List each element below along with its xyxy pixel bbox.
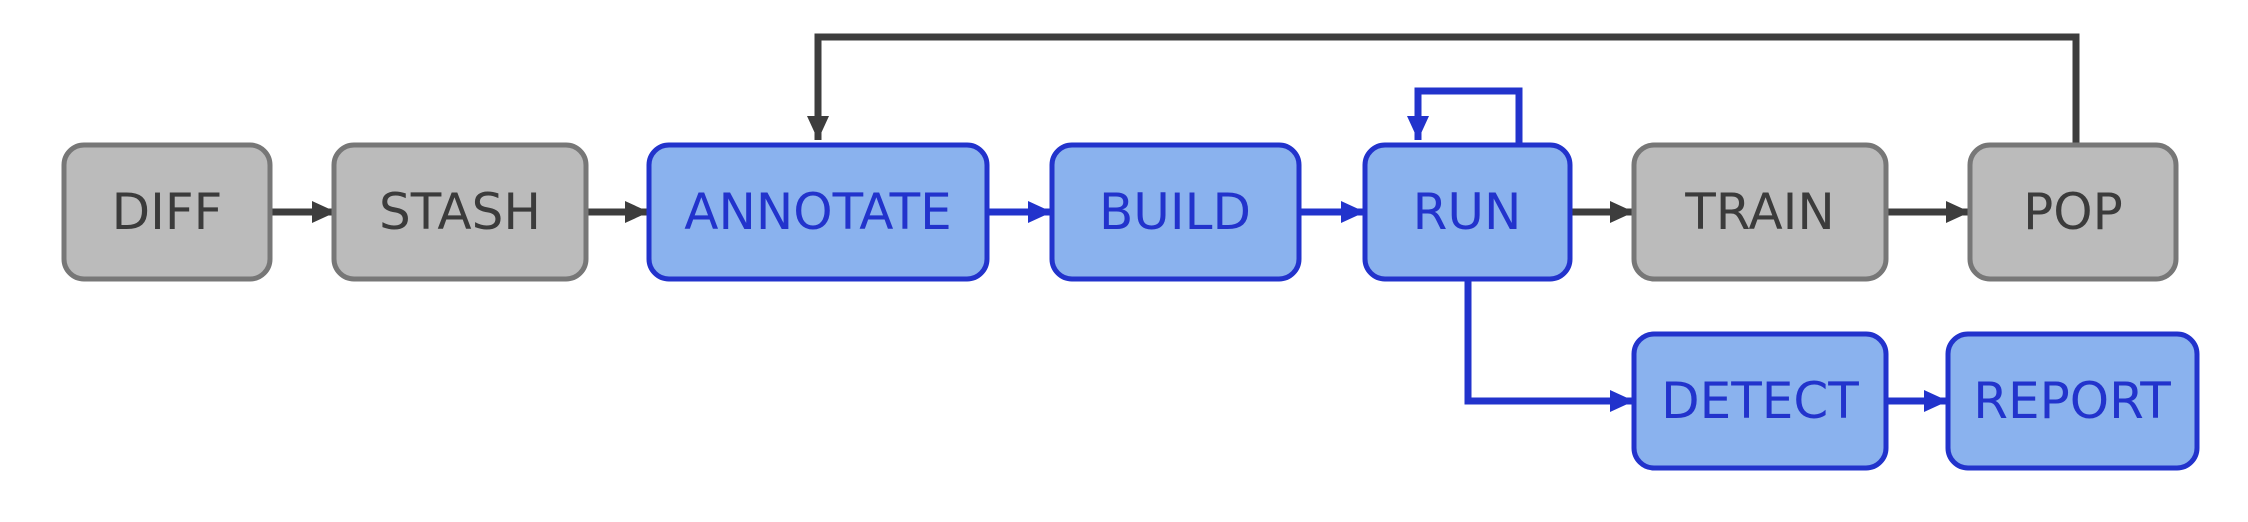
node-build-label: BUILD xyxy=(1099,183,1251,241)
edge-run-self-loop xyxy=(1407,87,1523,145)
node-report[interactable]: REPORT xyxy=(1945,331,2200,471)
node-pop[interactable]: POP xyxy=(1967,142,2179,282)
node-train[interactable]: TRAIN xyxy=(1631,142,1889,282)
node-stash-label: STASH xyxy=(379,183,541,241)
node-annotate[interactable]: ANNOTATE xyxy=(646,142,990,282)
node-detect-label: DETECT xyxy=(1661,372,1859,430)
node-build[interactable]: BUILD xyxy=(1049,142,1302,282)
nodes-layer: DIFF STASH ANNOTATE BUILD RUN TRAIN POP xyxy=(61,142,2200,471)
node-train-label: TRAIN xyxy=(1684,183,1835,241)
edge-run-to-detect xyxy=(1464,280,1634,412)
node-stash[interactable]: STASH xyxy=(331,142,589,282)
node-run-label: RUN xyxy=(1413,183,1522,241)
edge-pop-to-annotate xyxy=(807,33,2080,145)
edges-layer xyxy=(270,33,2080,412)
node-detect[interactable]: DETECT xyxy=(1631,331,1889,471)
node-annotate-label: ANNOTATE xyxy=(684,183,951,241)
node-pop-label: POP xyxy=(2023,183,2123,241)
node-run[interactable]: RUN xyxy=(1362,142,1573,282)
node-diff-label: DIFF xyxy=(112,183,223,241)
node-diff[interactable]: DIFF xyxy=(61,142,273,282)
node-report-label: REPORT xyxy=(1973,372,2171,430)
